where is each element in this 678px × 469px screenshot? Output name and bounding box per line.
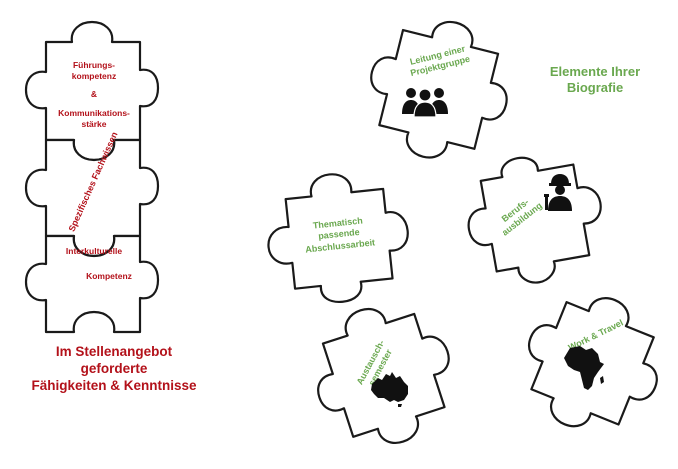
label-fuehrung-line1: Führungs- [72,60,116,70]
label-interkulturell-line1: Interkulturelle [65,246,123,256]
label-fuehrung-line4: Kommunikations- [58,107,130,118]
caption-biografie-line2: Biografie [566,80,624,96]
label-fuehrung-line3: & [90,89,98,100]
africa-map-icon [562,344,606,392]
puzzle-piece-austausch-outline [317,308,450,444]
puzzle-piece-beruf-outline [467,156,602,284]
caption-stellenangebot-line2: geforderte [80,360,148,376]
puzzle-piece-interkulturell-outline [24,234,160,334]
australia-map-icon [368,368,412,408]
label-fuehrung-line5: stärke [81,118,107,129]
construction-worker-icon [544,172,576,212]
caption-stellenangebot-line1: Im Stellenangebot [55,344,173,359]
label-interkulturell: Interkulturelle Kompetenz [48,246,140,281]
caption-biografie: Elemente Ihrer Biografie [540,64,650,97]
puzzle-piece-thematisch-outline [267,173,409,304]
people-group-icon [400,84,450,118]
caption-stellenangebot: Im Stellenangebot geforderte Fähigkeiten… [14,344,214,395]
label-interkulturell-line2: Kompetenz [86,270,132,281]
caption-biografie-line1: Elemente Ihrer [549,64,641,79]
label-fuehrung: Führungs- kompetenz & Kommunikations- st… [48,60,140,129]
caption-stellenangebot-line3: Fähigkeiten & Kenntnisse [31,377,197,393]
label-fuehrung-line2: kompetenz [71,70,117,81]
